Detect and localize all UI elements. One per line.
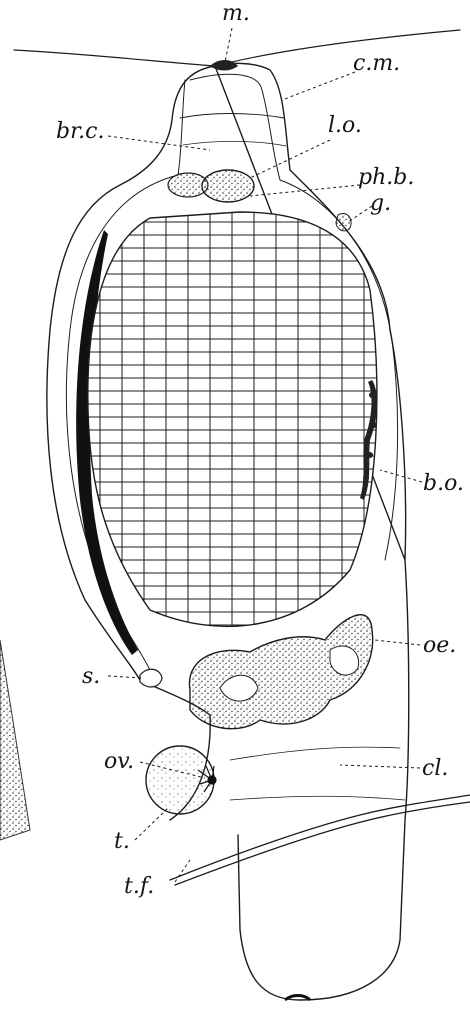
label-brc: br.c. [56, 119, 105, 144]
label-oe: oe. [423, 633, 456, 658]
adjacent-tissue [0, 640, 30, 840]
label-cl: cl. [422, 756, 448, 781]
label-g: g. [370, 191, 391, 216]
label-lo: l.o. [328, 113, 362, 138]
tunic-fibre [170, 795, 470, 885]
circular-muscle-2 [183, 141, 286, 146]
label-t: t. [114, 829, 130, 854]
label-s: s. [82, 664, 100, 689]
atriopore-knob [140, 669, 162, 687]
testis [146, 746, 214, 814]
branchial-basket [80, 205, 390, 645]
label-bo: b.o. [423, 471, 464, 496]
ganglion [336, 213, 351, 230]
label-tf: t.f. [124, 874, 154, 899]
intestine-lumen [330, 646, 359, 675]
label-m: m. [222, 1, 250, 26]
light-organ [202, 170, 254, 202]
label-cm: c.m. [353, 51, 400, 76]
label-ov: ov. [104, 749, 134, 774]
label-phb: ph.b. [358, 165, 414, 190]
cloaca [230, 747, 405, 800]
